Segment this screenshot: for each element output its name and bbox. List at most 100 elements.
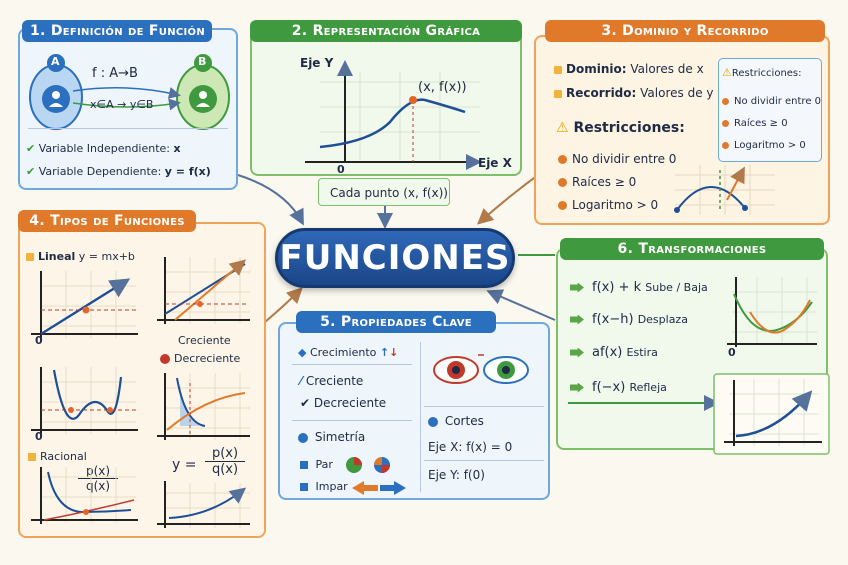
side-item: No dividir entre 0 — [722, 96, 821, 107]
fraction-den: q(x) — [211, 462, 239, 477]
bullet-icon — [160, 354, 170, 364]
graph-cuadratica — [31, 367, 138, 434]
domain-mini-graph — [674, 165, 775, 215]
creciente-row: ⁄ Creciente — [300, 374, 364, 388]
point-label: (x, f(x)) — [418, 80, 467, 95]
eje-y-row: Eje Y: f(0) — [428, 468, 485, 482]
check-icon: ✔ — [26, 165, 36, 178]
graph-decreciente — [157, 373, 250, 440]
sets-diagram — [29, 54, 230, 130]
divider — [28, 128, 228, 129]
simetria-row: Simetría — [298, 430, 365, 444]
green-arrow-icon — [570, 282, 584, 293]
relation-notation: x∈A → y∈B — [90, 98, 154, 111]
fraction-den: q(x) — [85, 479, 111, 493]
indep-var: x — [173, 142, 181, 155]
dominio-text: Valores de x — [630, 62, 704, 76]
decreciente-row: Decreciente — [160, 352, 240, 365]
graph-racional — [31, 467, 138, 524]
green-arrow-icon — [570, 347, 584, 358]
green-arrow-icon — [570, 382, 584, 393]
graph-racional-right — [157, 481, 250, 528]
bullet-icon — [722, 141, 729, 149]
square-bullet-icon — [300, 483, 308, 491]
bullet-icon — [722, 119, 729, 127]
dep-row: ✔ Variable Dependiente: y = f(x) — [26, 165, 211, 178]
recorrido-row: Recorrido: Valores de y — [554, 86, 714, 100]
panel-definicion-title: 1. Definición de Función — [22, 20, 212, 42]
diamond-icon: ◆ — [298, 346, 307, 359]
decreciente-row: ✔ Decreciente — [300, 396, 387, 410]
down-arrow-icon: ↓ — [389, 346, 399, 359]
restriction-item: Raíces ≥ 0 — [558, 175, 636, 189]
warning-icon: ⚠ — [556, 120, 569, 136]
side-item: Raíces ≥ 0 — [722, 118, 788, 129]
creciente-label: Creciente — [178, 334, 231, 347]
caption-box — [318, 178, 450, 206]
transform-row: f(x) + k Sube / Baja — [570, 280, 708, 295]
graph-creciente — [157, 257, 250, 324]
indep-label: Variable Independiente: — [38, 142, 171, 155]
square-bullet-icon — [28, 453, 36, 461]
divider — [424, 460, 544, 461]
square-bullet-icon — [554, 65, 562, 74]
bullet-icon — [428, 416, 438, 427]
lineal-eq: y = mx+b — [78, 250, 135, 263]
transform-arrow-line — [568, 395, 720, 411]
fraction-num: p(x) — [78, 464, 118, 479]
panel-propiedades — [278, 322, 550, 500]
bullet-icon — [558, 155, 567, 164]
origin-label: 0 — [35, 334, 43, 347]
graph-caption: Cada punto (x, f(x)) — [330, 186, 448, 200]
transform-row: f(−x) Refleja — [570, 380, 667, 395]
bullet-icon — [298, 432, 308, 443]
dep-label: Variable Dependiente: — [38, 165, 162, 178]
graph-transform-top — [727, 277, 817, 347]
set-a-label: A — [51, 55, 60, 68]
warning-icon: ⚠ — [722, 66, 732, 79]
restriction-item: No dividir entre 0 — [558, 152, 676, 166]
divider — [292, 364, 412, 365]
function-graph — [305, 60, 482, 170]
par-row: Par — [300, 458, 333, 471]
origin-label: 0 — [728, 346, 736, 359]
side-restrictions-box — [718, 58, 822, 162]
fraction-right: p(x) q(x) — [205, 446, 245, 477]
panel-transformaciones-title: 6. Transformaciones — [560, 238, 824, 260]
center-title-box — [275, 228, 515, 288]
side-restrictions-heading: ⚠Restricciones: — [722, 66, 802, 79]
bullet-icon — [722, 97, 729, 105]
par-pie-icons — [346, 457, 390, 473]
green-arrow-icon — [570, 314, 584, 325]
square-bullet-icon — [26, 253, 34, 261]
origin-label: 0 — [35, 430, 43, 443]
bullet-icon — [558, 201, 567, 210]
rising-curve-icon: ⁄ — [300, 374, 303, 388]
impar-row: Impar — [300, 480, 348, 493]
lineal-label: Lineal — [38, 250, 76, 263]
indep-row: ✔ Variable Independiente: x — [26, 142, 181, 155]
vertical-divider — [420, 342, 421, 492]
lineal-row: Lineal y = mx+b — [26, 250, 135, 263]
arrow-p4 — [264, 287, 303, 323]
bullet-icon — [558, 178, 567, 187]
divider — [292, 420, 412, 421]
graph-lineal — [31, 271, 138, 338]
fraction-left: p(x) q(x) — [78, 464, 118, 493]
panel-tipos — [18, 222, 266, 538]
dominio-label: Dominio: — [566, 62, 627, 76]
crecimiento-row: ◆ Crecimiento ↑↓ — [298, 346, 399, 359]
x-axis-label: Eje X — [478, 156, 512, 170]
recorrido-text: Valores de y — [640, 86, 714, 100]
square-bullet-icon — [554, 89, 562, 98]
divider — [424, 406, 544, 407]
check-icon: ✔ — [26, 142, 36, 155]
transform-row: af(x) Estira — [570, 345, 658, 360]
impar-arrows-icon — [352, 481, 406, 495]
panel-tipos-title: 4. Tipos de Funciones — [18, 210, 196, 232]
eye-icons — [433, 354, 529, 384]
restricciones-heading: ⚠ Restricciones: — [556, 120, 685, 136]
check-curve-icon: ✔ — [300, 396, 311, 410]
y-axis-label: Eje Y — [300, 56, 334, 70]
panel-propiedades-title: 5. Propiedades Clave — [296, 311, 496, 333]
